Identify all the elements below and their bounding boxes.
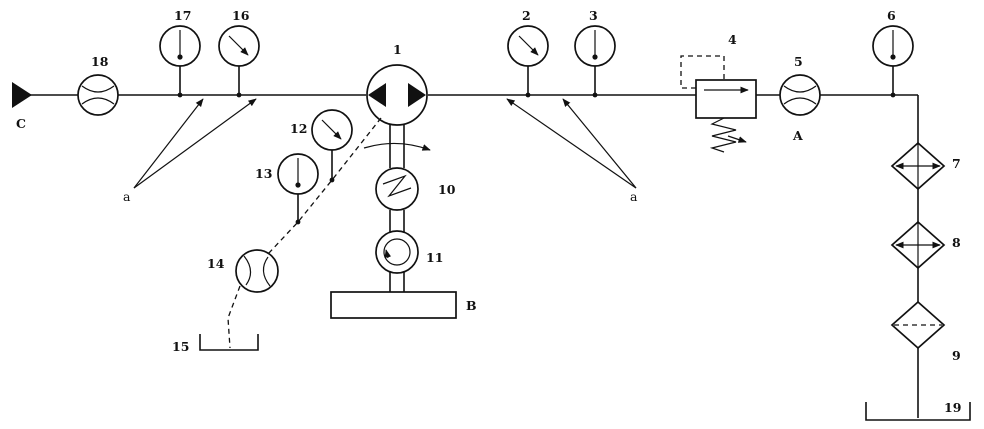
label-19: 19 (944, 400, 961, 415)
label-6: 6 (887, 8, 896, 23)
relief-valve-4: 4 (680, 32, 757, 153)
speed-meter-11: 11 (375, 230, 443, 274)
label-c: C (16, 116, 26, 131)
cooler-7: 7 (890, 141, 961, 191)
label-7: 7 (952, 156, 961, 171)
pump-left-triangle-icon (368, 83, 386, 107)
pressure-gauge-12: 12 (290, 109, 353, 183)
pressure-gauge-2: 2 (507, 8, 549, 98)
measurement-point-arrows-left: a (123, 98, 257, 204)
rotation-arrow-icon (363, 142, 431, 151)
label-2: 2 (522, 8, 531, 23)
torque-meter-10: 10 (375, 167, 456, 211)
label-a-left: a (123, 189, 131, 204)
label-1: 1 (393, 42, 402, 57)
label-8: 8 (952, 235, 961, 250)
flowmeter-5: 5 A (779, 54, 821, 143)
label-12: 12 (290, 121, 307, 136)
label-16: 16 (232, 8, 250, 23)
pump-1: 1 (366, 42, 428, 126)
label-9: 9 (952, 348, 961, 363)
reservoir-19: 19 (865, 400, 971, 421)
thermometer-13: 13 (255, 153, 319, 225)
label-14: 14 (207, 256, 225, 271)
measurement-point-arrows-right: a (506, 98, 638, 204)
thermometer-3: 3 (574, 8, 616, 98)
label-3: 3 (589, 8, 598, 23)
label-11: 11 (426, 250, 443, 265)
pressure-source-c: C (12, 82, 32, 131)
drive-shaft (363, 125, 431, 292)
main-pipeline (30, 94, 919, 418)
drain-tank-15: 15 (172, 334, 259, 354)
label-4: 4 (728, 32, 737, 47)
thermometer-17: 17 (159, 8, 201, 98)
filter-9: 9 (890, 300, 961, 363)
label-13: 13 (255, 166, 272, 181)
label-10: 10 (438, 182, 456, 197)
label-a-right: a (630, 189, 638, 204)
label-17: 17 (174, 8, 191, 23)
label-b: B (466, 298, 477, 313)
label-18: 18 (91, 54, 109, 69)
flowmeter-14: 14 (207, 249, 279, 293)
flowmeter-18: 18 (77, 54, 119, 116)
drive-motor-b: B (330, 291, 477, 319)
heater-8: 8 (890, 220, 961, 270)
pressure-gauge-16: 16 (218, 8, 260, 98)
label-a-upper: A (792, 128, 803, 143)
thermometer-6: 6 (872, 8, 914, 98)
drain-line (227, 117, 382, 349)
pump-right-triangle-icon (408, 83, 426, 107)
label-5: 5 (794, 54, 803, 69)
label-15: 15 (172, 339, 189, 354)
source-triangle-icon (12, 82, 32, 108)
